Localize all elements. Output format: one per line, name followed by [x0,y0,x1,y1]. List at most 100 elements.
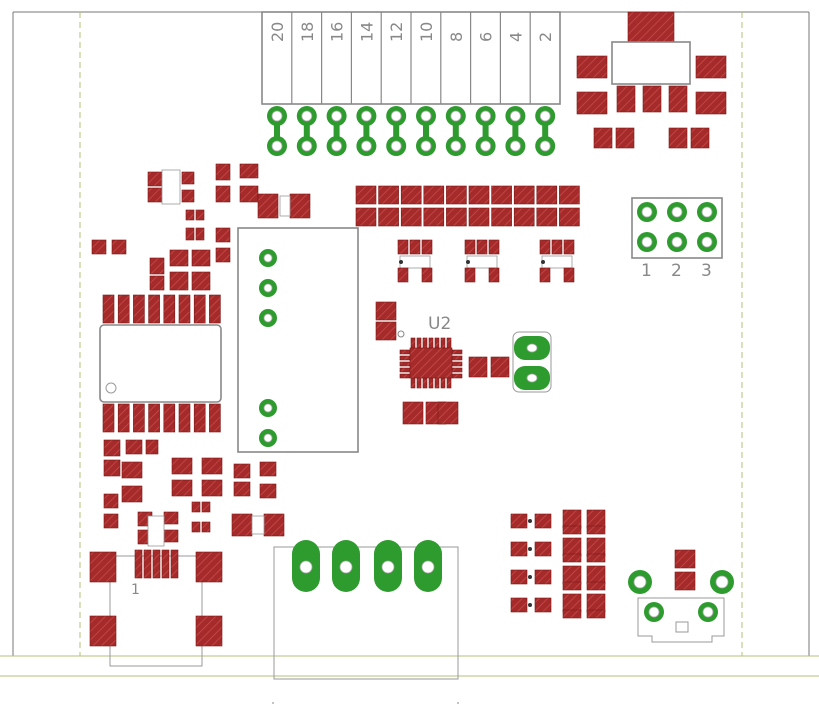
header-pin-hole [390,140,402,152]
resistor-pad [536,207,558,227]
usb-pin [170,549,179,579]
terminal-pin-hole [299,560,313,574]
passive-pad [181,189,195,203]
voltage-regulator [576,11,727,149]
u2-pin [399,373,411,379]
sot-body [399,255,431,269]
passive-pad [191,249,211,267]
sot-dot [399,260,403,264]
two-pin-connector [512,331,552,393]
header-pin-hole [480,110,492,122]
u2-pin [428,377,434,389]
sot-pad [563,267,575,283]
jumper-pin-label: 3 [701,261,712,281]
resistor-pad [491,207,512,227]
u2-pin [399,349,411,355]
soic-pin [178,403,191,433]
resistor-pad [513,185,535,205]
diode-dot [528,519,532,523]
resistor-pad [355,207,377,227]
header-pin-link [482,124,489,138]
jumper-pin-hole [671,206,683,218]
soic-pin [148,294,160,324]
header-pin-hole [271,140,283,152]
u2-pin [434,377,440,389]
jumper-pin-hole [641,236,653,248]
jumper-pin-label: 1 [641,261,652,281]
usb-pin [134,549,143,579]
passive-pad [111,239,127,255]
passive-pad [125,439,143,455]
passive-pad [215,227,231,243]
passive-pad [195,209,205,221]
cap-pad [586,609,606,619]
cap-pad [562,565,582,585]
u2-pin [446,377,452,389]
header-pin-hole [420,110,432,122]
soic-pin [209,294,221,324]
passive-pad [195,227,205,241]
resistor-pad [468,207,490,227]
diode-dot [528,603,532,607]
passive-components [91,163,311,547]
cap-pad [562,525,582,535]
resistor-array [355,185,580,227]
cap-pad [586,509,606,529]
terminal-block [272,540,459,704]
header-pin-label: 4 [506,32,525,42]
passive-pad [145,439,159,455]
cap-pad [586,525,606,535]
resistor-pad [559,185,580,205]
usb-pin [152,549,161,579]
usb-pin [143,549,152,579]
resistor-pad [423,207,445,227]
diode-pad [534,569,552,585]
resistor-pad [423,185,445,205]
sot-transistors [397,239,575,283]
header-pin-hole [271,110,283,122]
soic-pin [163,294,176,324]
header-pin-hole [450,140,462,152]
resistor-pad [491,185,512,205]
sot-pad [488,239,500,255]
passive-pad [239,185,259,203]
passive-pad [149,257,165,275]
sot-pad [464,239,476,255]
passive-pad [171,457,193,475]
sot-pad [409,239,421,255]
passive-pad [169,271,189,291]
diode-pad [510,569,528,585]
passive-pad [201,457,223,475]
passive-pad [259,461,277,477]
passive-pad [239,163,259,179]
small-ic-body [147,515,165,547]
cap-pad [586,537,606,557]
sot-pad [539,267,551,283]
soic-pin [163,403,176,433]
terminal-pin-hole [339,560,353,574]
header-pin-link [303,124,310,138]
header-pin-label: 14 [357,22,376,42]
module-pin-hole [263,253,273,263]
passive-pad [185,227,195,241]
cap-pad [586,553,606,563]
diode-pad [510,597,528,613]
resistor-pad [513,207,535,227]
resistor-pad [446,185,467,205]
passive-pad [191,271,211,291]
u2-pin [422,337,428,349]
resistor-pad [400,185,422,205]
passive-pad [201,501,211,513]
resistor-pad [378,185,399,205]
sot-pad [476,239,488,255]
module-pin-hole [263,283,273,293]
jumper-pin-hole [641,206,653,218]
header-pin-hole [480,140,492,152]
soic-pin [178,294,191,324]
header-pin-label: 6 [477,32,496,42]
header-pin-link [542,124,549,138]
diode-dot [528,575,532,579]
soic-pin [193,403,206,433]
